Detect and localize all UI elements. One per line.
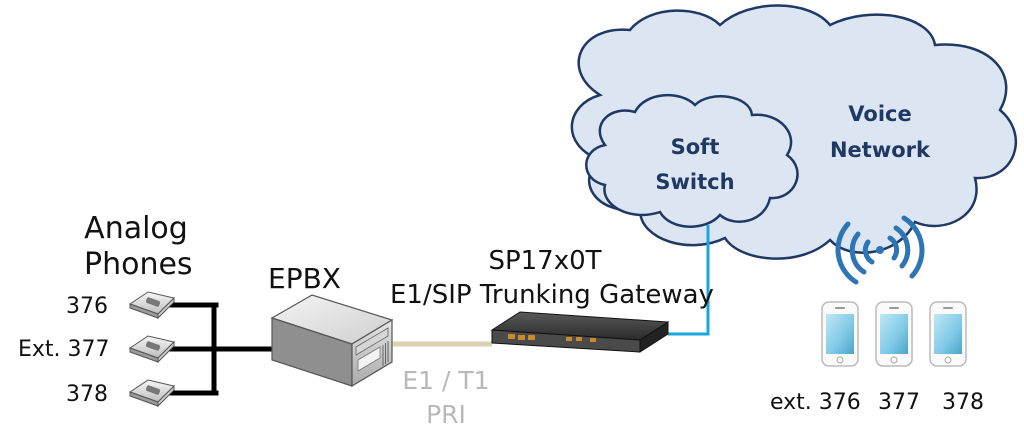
trunk-type-label-line1: E1 / T1 bbox=[402, 366, 490, 395]
analog-phone-378-icon bbox=[128, 379, 175, 408]
mobile-phone-378-icon bbox=[929, 301, 967, 367]
extension-376-label: 376 bbox=[66, 294, 108, 319]
gateway-description-label: E1/SIP Trunking Gateway bbox=[390, 280, 714, 310]
analog-phones-label-line2: Phones bbox=[84, 247, 193, 282]
voice-network-label-line1: Voice bbox=[848, 102, 912, 126]
network-uplink-line bbox=[668, 225, 710, 336]
epbx-device-icon bbox=[270, 294, 394, 388]
trunk-type-label-line2: PRI bbox=[426, 400, 466, 429]
soft-switch-label-line1: Soft bbox=[670, 135, 720, 159]
analog-phone-377-icon bbox=[128, 335, 175, 364]
soft-switch-cloud bbox=[585, 93, 799, 228]
epbx-label: EPBX bbox=[268, 262, 341, 295]
mobile-extension-376-label: ext. 376 bbox=[770, 390, 861, 415]
analog-phones-label-line1: Analog bbox=[84, 211, 188, 246]
voice-network-label-line2: Network bbox=[829, 138, 930, 162]
gateway-model-label: SP17x0T bbox=[488, 246, 602, 276]
analog-phone-376-icon bbox=[128, 291, 175, 320]
extension-378-label: 378 bbox=[66, 382, 108, 407]
gateway-device-icon bbox=[490, 311, 670, 353]
mobile-extension-377-label: 377 bbox=[878, 390, 920, 415]
mobile-phone-377-icon bbox=[875, 301, 913, 367]
phone-wires bbox=[169, 302, 275, 396]
wireless-signal-icon bbox=[835, 215, 925, 285]
extension-377-label: Ext. 377 bbox=[18, 337, 110, 362]
soft-switch-label-line2: Switch bbox=[655, 170, 735, 194]
mobile-extension-378-label: 378 bbox=[942, 390, 984, 415]
mobile-phone-376-icon bbox=[821, 301, 859, 367]
